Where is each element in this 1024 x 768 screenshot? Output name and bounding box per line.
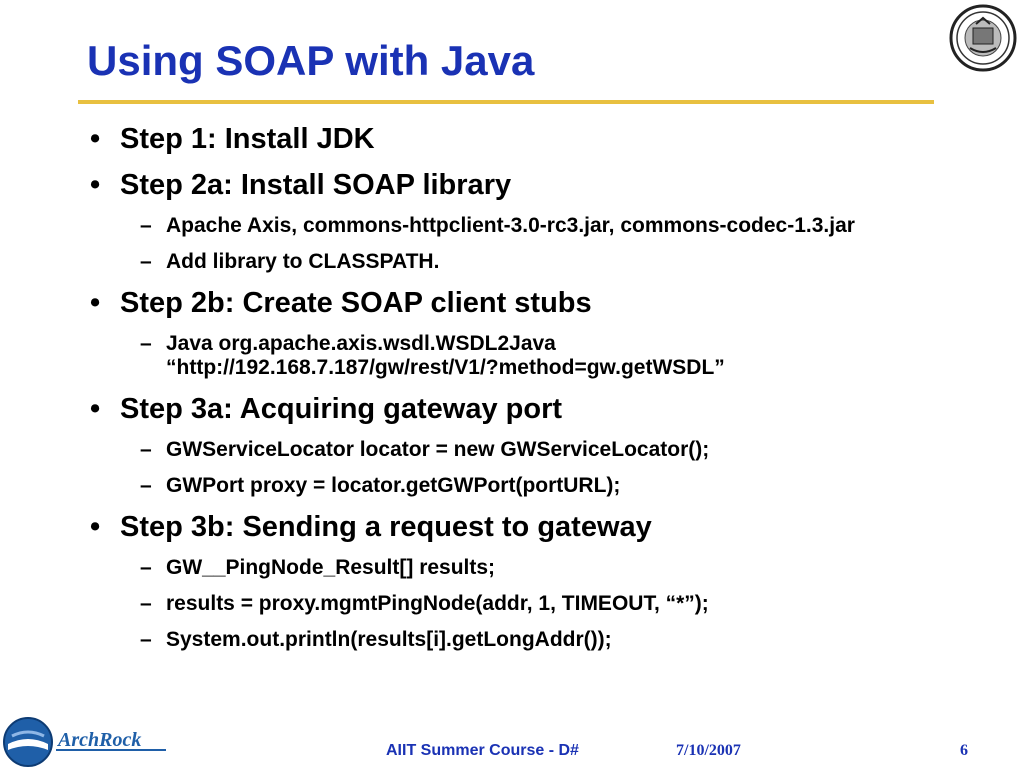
sub-bullet-mark: – xyxy=(140,250,152,273)
sub-bullet-mark: – xyxy=(140,474,152,497)
bullet-text: Step 1: Install JDK xyxy=(120,123,375,155)
bullet-mark: • xyxy=(90,287,101,319)
sub-bullet-text: GWServiceLocator locator = new GWService… xyxy=(166,438,710,461)
footer-course: AIIT Summer Course - D# xyxy=(386,742,579,759)
sub-bullet-text: results = proxy.mgmtPingNode(addr, 1, TI… xyxy=(166,592,709,615)
sub-bullet-mark: – xyxy=(140,332,152,355)
page-number: 6 xyxy=(960,742,968,759)
sub-bullet-mark: – xyxy=(140,556,152,579)
sub-bullet-mark: – xyxy=(140,592,152,615)
sub-bullet-mark: – xyxy=(140,214,152,237)
university-seal-icon xyxy=(949,4,1017,72)
sub-bullet-text: Java org.apache.axis.wsdl.WSDL2Java “htt… xyxy=(166,332,725,379)
bullet-mark: • xyxy=(90,169,101,201)
bullet-step-2a: • Step 2a: Install SOAP library xyxy=(86,168,966,202)
sub-bullet-text: Apache Axis, commons-httpclient-3.0-rc3.… xyxy=(166,214,855,237)
sub-bullet: – System.out.println(results[i].getLongA… xyxy=(86,628,866,652)
sub-bullet-text: GW__PingNode_Result[] results; xyxy=(166,556,496,579)
bullet-step-1: • Step 1: Install JDK xyxy=(86,122,966,156)
bullet-mark: • xyxy=(90,511,101,543)
slide-title: Using SOAP with Java xyxy=(87,37,535,84)
bullet-step-2b: • Step 2b: Create SOAP client stubs xyxy=(86,286,966,320)
sub-bullet: – Add library to CLASSPATH. xyxy=(86,250,866,274)
bullet-step-3b: • Step 3b: Sending a request to gateway xyxy=(86,510,966,544)
bullet-step-3a: • Step 3a: Acquiring gateway port xyxy=(86,392,966,426)
sub-bullet-mark: – xyxy=(140,438,152,461)
sub-bullet-text: System.out.println(results[i].getLongAdd… xyxy=(166,628,612,651)
sub-bullet: – Java org.apache.axis.wsdl.WSDL2Java “h… xyxy=(86,332,866,380)
sub-bullet-text: GWPort proxy = locator.getGWPort(portURL… xyxy=(166,474,621,497)
bullet-text: Step 2b: Create SOAP client stubs xyxy=(120,287,592,319)
bullet-mark: • xyxy=(90,123,101,155)
title-divider xyxy=(78,100,934,104)
bullet-text: Step 2a: Install SOAP library xyxy=(120,169,512,201)
sub-bullet: – GWPort proxy = locator.getGWPort(portU… xyxy=(86,474,866,498)
footer-date: 7/10/2007 xyxy=(676,742,741,759)
archrock-logo-icon: ArchRock xyxy=(3,717,166,767)
sub-bullet-text: Add library to CLASSPATH. xyxy=(166,250,440,273)
sub-bullet: – GWServiceLocator locator = new GWServi… xyxy=(86,438,866,462)
bullet-text: Step 3b: Sending a request to gateway xyxy=(120,511,652,543)
sub-bullet-mark: – xyxy=(140,628,152,651)
archrock-logo-text: ArchRock xyxy=(56,729,141,751)
slide-body: • Step 1: Install JDK • Step 2a: Install… xyxy=(86,122,966,664)
sub-bullet: – results = proxy.mgmtPingNode(addr, 1, … xyxy=(86,592,866,616)
bullet-mark: • xyxy=(90,393,101,425)
bullet-text: Step 3a: Acquiring gateway port xyxy=(120,393,563,425)
sub-bullet: – GW__PingNode_Result[] results; xyxy=(86,556,866,580)
sub-bullet: – Apache Axis, commons-httpclient-3.0-rc… xyxy=(86,214,866,238)
